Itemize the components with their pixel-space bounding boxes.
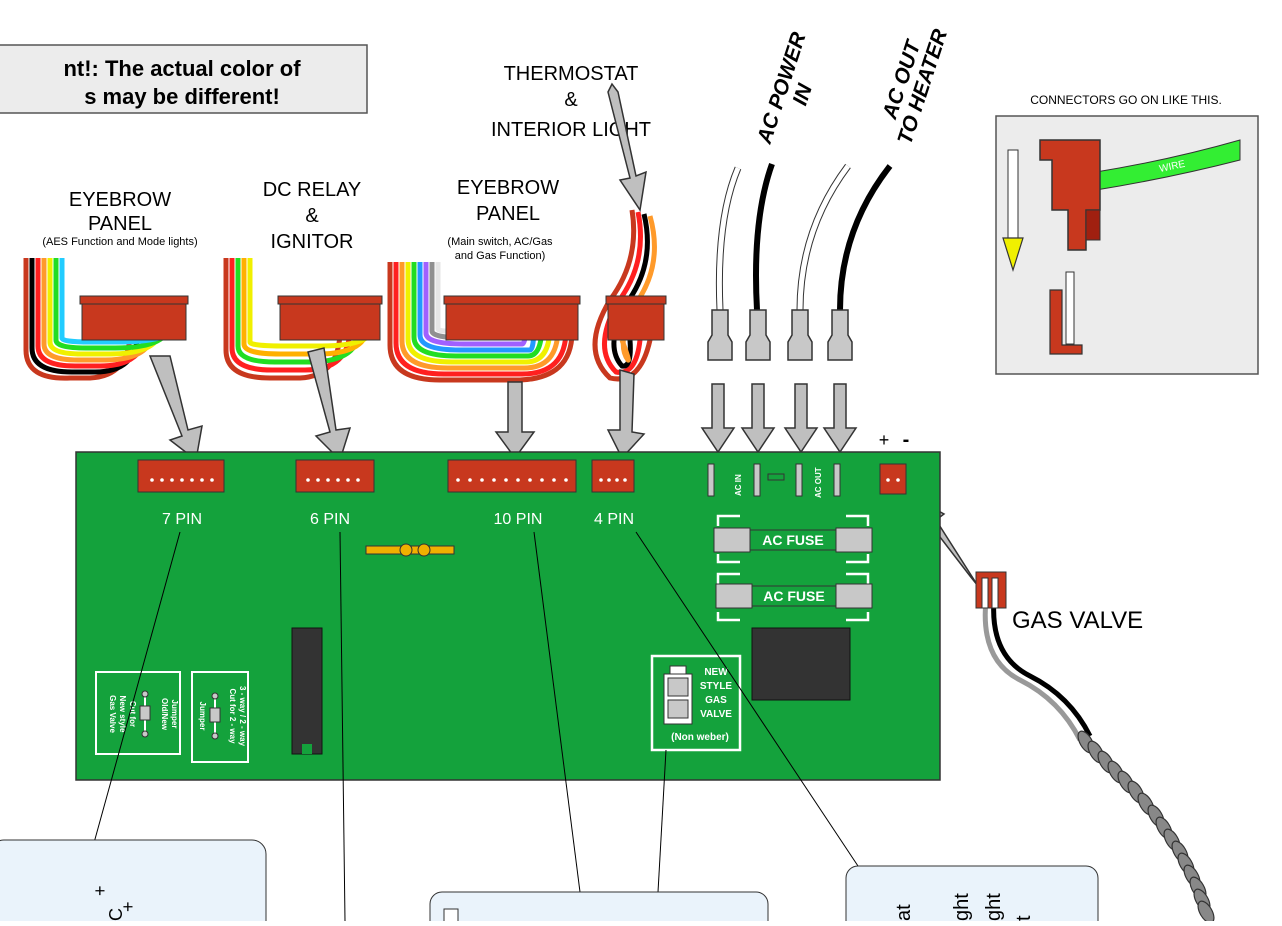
label-ac-power-in: AC POWER IN — [753, 29, 817, 148]
pin-label-7: 7 PIN — [162, 511, 202, 528]
svg-text:s may be different!: s may be different! — [84, 84, 280, 109]
svg-text:3 - way / 2 - way: 3 - way / 2 - way — [238, 686, 247, 747]
svg-text:t: t — [1013, 915, 1035, 921]
svg-text:New style: New style — [118, 696, 127, 733]
ac-fuse-1: AC FUSE — [713, 514, 873, 564]
ac-out-label: AC OUT — [814, 467, 823, 498]
wire-bundle-eyebrow-left — [23, 258, 189, 381]
wire-bundle-thermostat — [592, 209, 667, 382]
jumper-3way-2way: 3 - way / 2 - way Cut for 2 - way Jumper — [191, 671, 249, 763]
label-thermostat: THERMOSTAT & INTERIOR LIGHT — [491, 63, 651, 141]
svg-text:PANEL: PANEL — [476, 203, 540, 225]
svg-text:STYLE: STYLE — [700, 681, 733, 692]
svg-text:Gas Valve: Gas Valve — [108, 695, 117, 733]
svg-text:and Gas Function): and Gas Function) — [455, 250, 546, 262]
svg-text:WIRE: WIRE — [1158, 159, 1186, 175]
callout-4pin: at ght ght t — [845, 865, 1099, 926]
svg-text:AC FUSE: AC FUSE — [762, 532, 823, 548]
ac-fuse-2: AC FUSE — [715, 572, 873, 622]
svg-text:nt!: The actual color of: nt!: The actual color of — [63, 56, 301, 81]
connector-guide: CONNECTORS GO ON LIKE THIS. WIRE — [995, 93, 1259, 375]
jumper-old-new: Jumper Old/New Cut for New style Gas Val… — [95, 671, 181, 755]
svg-text:EYEBROW: EYEBROW — [69, 189, 171, 211]
callout-10pin — [429, 891, 769, 926]
svg-text:DC RELAY: DC RELAY — [263, 179, 362, 201]
pin-label-6: 6 PIN — [310, 511, 350, 528]
svg-text:(Main switch, AC/Gas: (Main switch, AC/Gas — [447, 236, 553, 248]
svg-text:ght: ght — [951, 893, 973, 921]
gas-valve-header: + - — [879, 429, 910, 495]
circuit-board: 7 PIN 6 PIN 10 PIN 4 PIN AC IN AC OUT AC… — [75, 429, 941, 781]
svg-text:ght: ght — [983, 893, 1005, 921]
svg-text:Cut for: Cut for — [128, 701, 137, 727]
label-ac-out: AC OUT TO HEATER — [878, 26, 952, 147]
ac-in-label: AC IN — [734, 474, 743, 496]
svg-text:(Non weber): (Non weber) — [671, 732, 729, 743]
pin-label-4: 4 PIN — [594, 511, 634, 528]
svg-text:VALVE: VALVE — [700, 709, 732, 720]
svg-text:Cut for 2 - way: Cut for 2 - way — [228, 688, 237, 744]
svg-text:INTERIOR LIGHT: INTERIOR LIGHT — [491, 119, 651, 141]
resistor — [365, 543, 455, 557]
svg-text:C: C — [106, 908, 126, 921]
svg-text:CONNECTORS GO ON LIKE THIS.: CONNECTORS GO ON LIKE THIS. — [1030, 93, 1222, 107]
svg-text:+: + — [118, 901, 138, 912]
svg-text:&: & — [305, 205, 319, 227]
wire-bundle-eyebrow-mid — [387, 262, 581, 383]
color-warning-note: nt!: The actual color of s may be differ… — [0, 44, 368, 114]
ic-chip — [291, 627, 323, 755]
svg-text:PANEL: PANEL — [88, 213, 152, 235]
pin-label-10: 10 PIN — [494, 511, 543, 528]
leader-lines — [91, 531, 859, 922]
svg-text:&: & — [564, 89, 578, 111]
svg-text:IGNITOR: IGNITOR — [271, 231, 354, 253]
svg-text:NEW: NEW — [704, 667, 728, 678]
ac-wires — [707, 162, 893, 361]
header-7pin — [137, 459, 225, 493]
gas-valve-plug: GAS VALVE — [975, 571, 1143, 742]
insertion-arrows — [148, 82, 979, 587]
label-eyebrow-left: EYEBROW PANEL (AES Function and Mode lig… — [42, 189, 197, 248]
svg-text:EYEBROW: EYEBROW — [457, 177, 559, 199]
header-6pin — [295, 459, 375, 493]
svg-text:Jumper: Jumper — [170, 700, 179, 729]
svg-text:GAS: GAS — [705, 695, 727, 706]
svg-text:Jumper: Jumper — [198, 702, 207, 731]
svg-text:GAS VALVE: GAS VALVE — [1012, 607, 1143, 634]
new-style-gas-valve: NEW STYLE GAS VALVE (Non weber) — [650, 654, 742, 752]
svg-text:at: at — [893, 904, 915, 921]
svg-text:-: - — [903, 429, 910, 451]
relay-block — [751, 627, 851, 701]
svg-text:(AES Function and Mode lights): (AES Function and Mode lights) — [42, 236, 197, 248]
label-eyebrow-mid: EYEBROW PANEL (Main switch, AC/Gas and G… — [447, 177, 559, 262]
svg-text:Old/New: Old/New — [160, 698, 169, 731]
header-4pin — [591, 459, 635, 493]
svg-text:AC FUSE: AC FUSE — [763, 588, 824, 604]
ac-terminals: AC IN AC OUT — [707, 463, 841, 498]
wire-bundle-dc-relay — [223, 258, 383, 381]
label-dc-relay: DC RELAY & IGNITOR — [263, 179, 362, 253]
svg-text:+: + — [879, 430, 890, 450]
header-10pin — [447, 459, 577, 493]
callout-7pin: + C + — [0, 839, 267, 926]
svg-text:+: + — [90, 885, 110, 896]
svg-text:THERMOSTAT: THERMOSTAT — [504, 63, 639, 85]
gas-valve-coil — [1077, 730, 1215, 924]
